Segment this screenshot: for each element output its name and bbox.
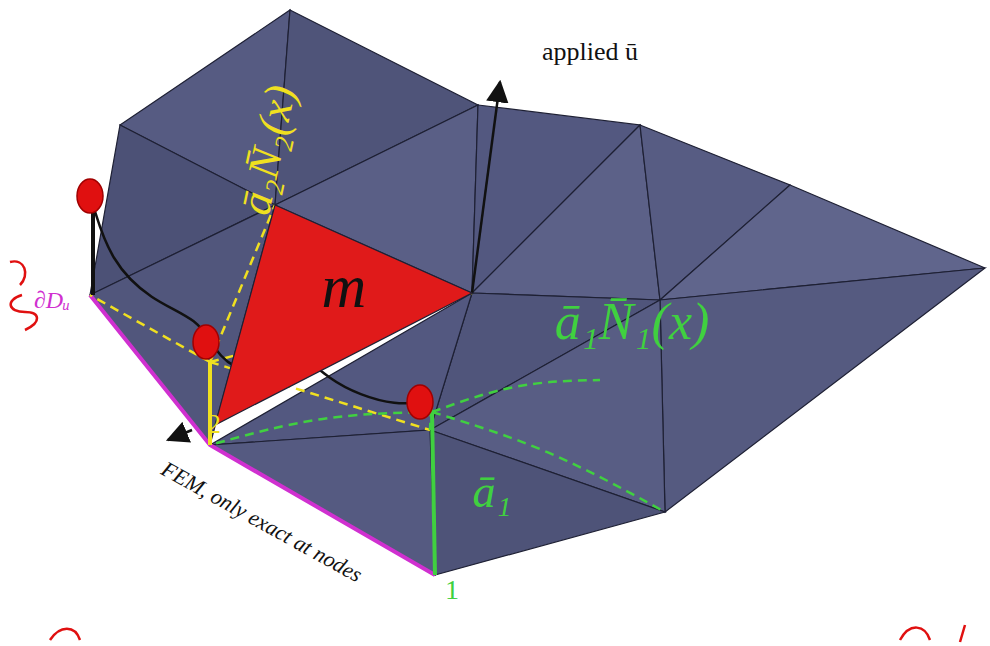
arrow <box>472 82 500 293</box>
handwriting <box>50 625 965 642</box>
nodal-value-label: ā₁ <box>473 469 512 515</box>
red-dot <box>77 179 103 213</box>
node-number: 2 <box>207 410 221 438</box>
handwriting <box>10 261 37 330</box>
mesh-element-node: m <box>212 198 477 430</box>
red-dot <box>407 385 433 419</box>
mesh-element <box>472 125 660 300</box>
nodal-value <box>91 205 95 295</box>
shape-function-label: ā₁N̄₁(x) <box>555 296 710 348</box>
shape-function <box>432 380 600 412</box>
arrow <box>168 430 192 440</box>
nodal-value <box>432 412 435 575</box>
red-dot <box>193 325 219 359</box>
load-label: applied ū <box>542 39 638 65</box>
boundary-label: ∂Dᵤ <box>34 288 70 312</box>
shape-function <box>210 412 432 445</box>
element-label: m <box>322 255 367 317</box>
shape-function <box>432 412 665 512</box>
node-number: 1 <box>445 576 459 604</box>
shape-function <box>90 295 210 362</box>
